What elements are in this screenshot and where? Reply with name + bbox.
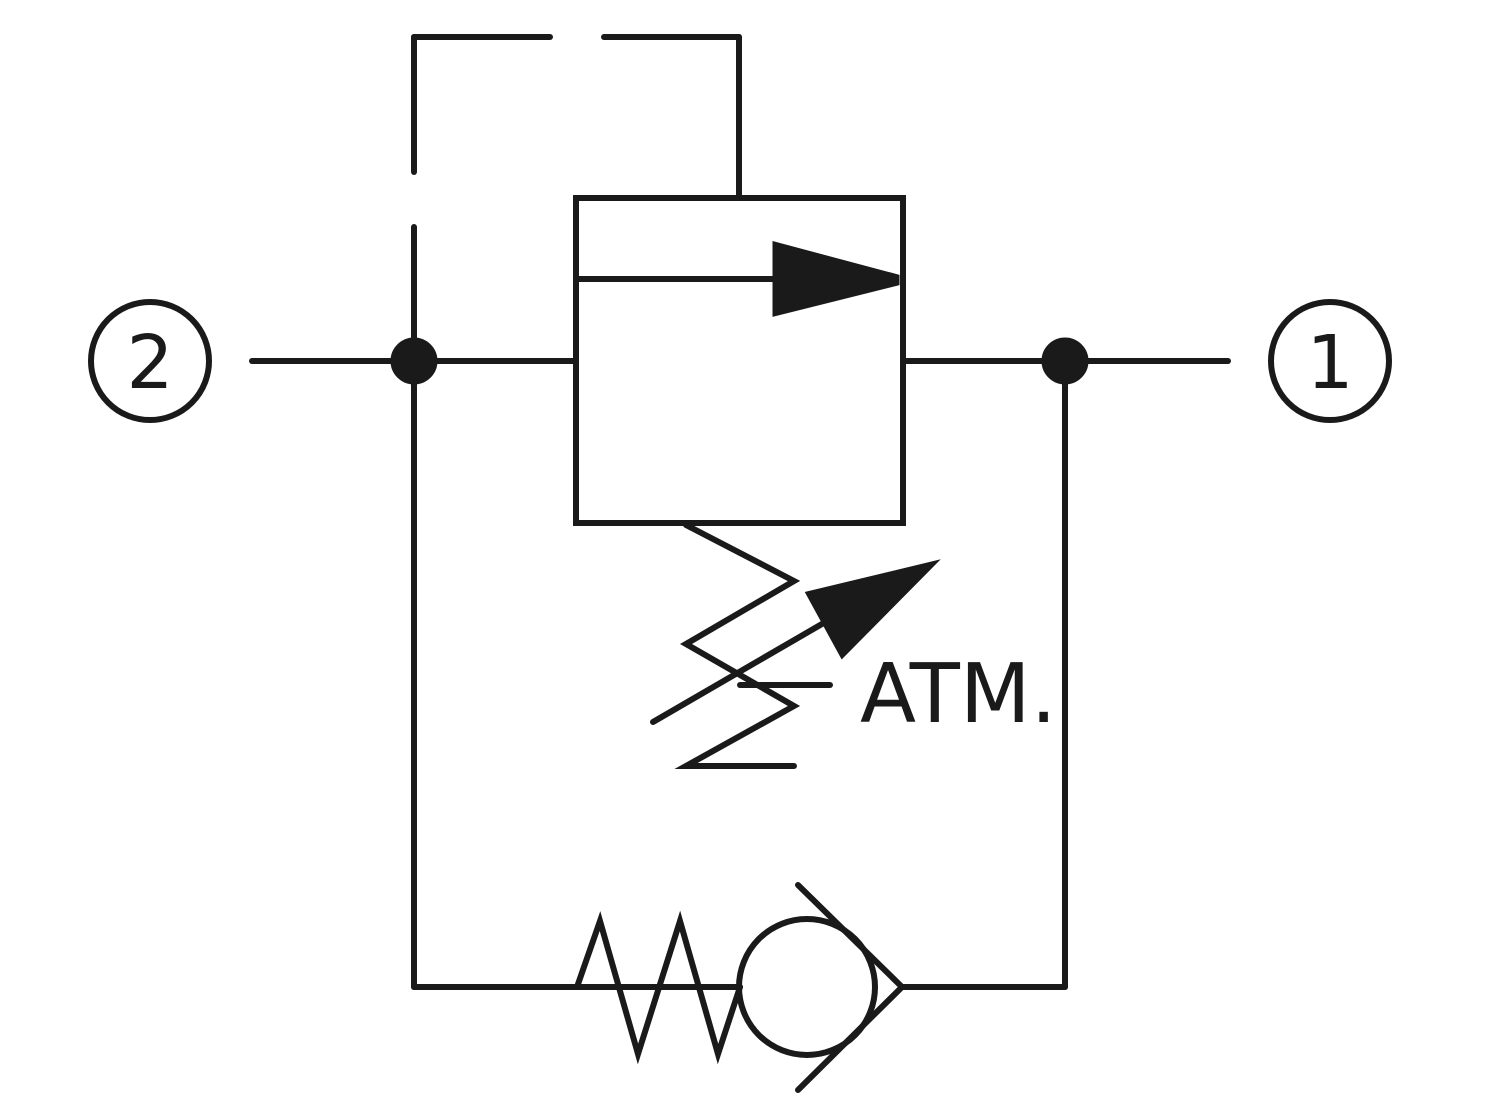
check-valve-ball bbox=[736, 916, 878, 1058]
port-1-label: 1 bbox=[1306, 320, 1353, 406]
port-1: 1 bbox=[1268, 299, 1392, 423]
flow-arrow-head bbox=[772, 241, 900, 317]
valve-box bbox=[573, 195, 906, 526]
check-valve-spring bbox=[574, 910, 743, 1065]
adjust-arrow-shaft bbox=[650, 614, 837, 725]
port-2-label: 2 bbox=[126, 320, 173, 406]
pilot-line bbox=[411, 34, 742, 364]
port-2: 2 bbox=[88, 299, 212, 423]
check-valve-seat bbox=[795, 882, 907, 1093]
adjustable-spring bbox=[650, 522, 941, 769]
port-2-circle bbox=[88, 299, 212, 423]
adjust-arrow-head bbox=[804, 559, 941, 660]
valve-envelope bbox=[573, 195, 906, 526]
spring-zigzag bbox=[674, 522, 801, 769]
atm-vent-label: ATM. bbox=[860, 647, 1057, 742]
port-1-circle bbox=[1268, 299, 1392, 423]
check-valve bbox=[574, 882, 907, 1093]
